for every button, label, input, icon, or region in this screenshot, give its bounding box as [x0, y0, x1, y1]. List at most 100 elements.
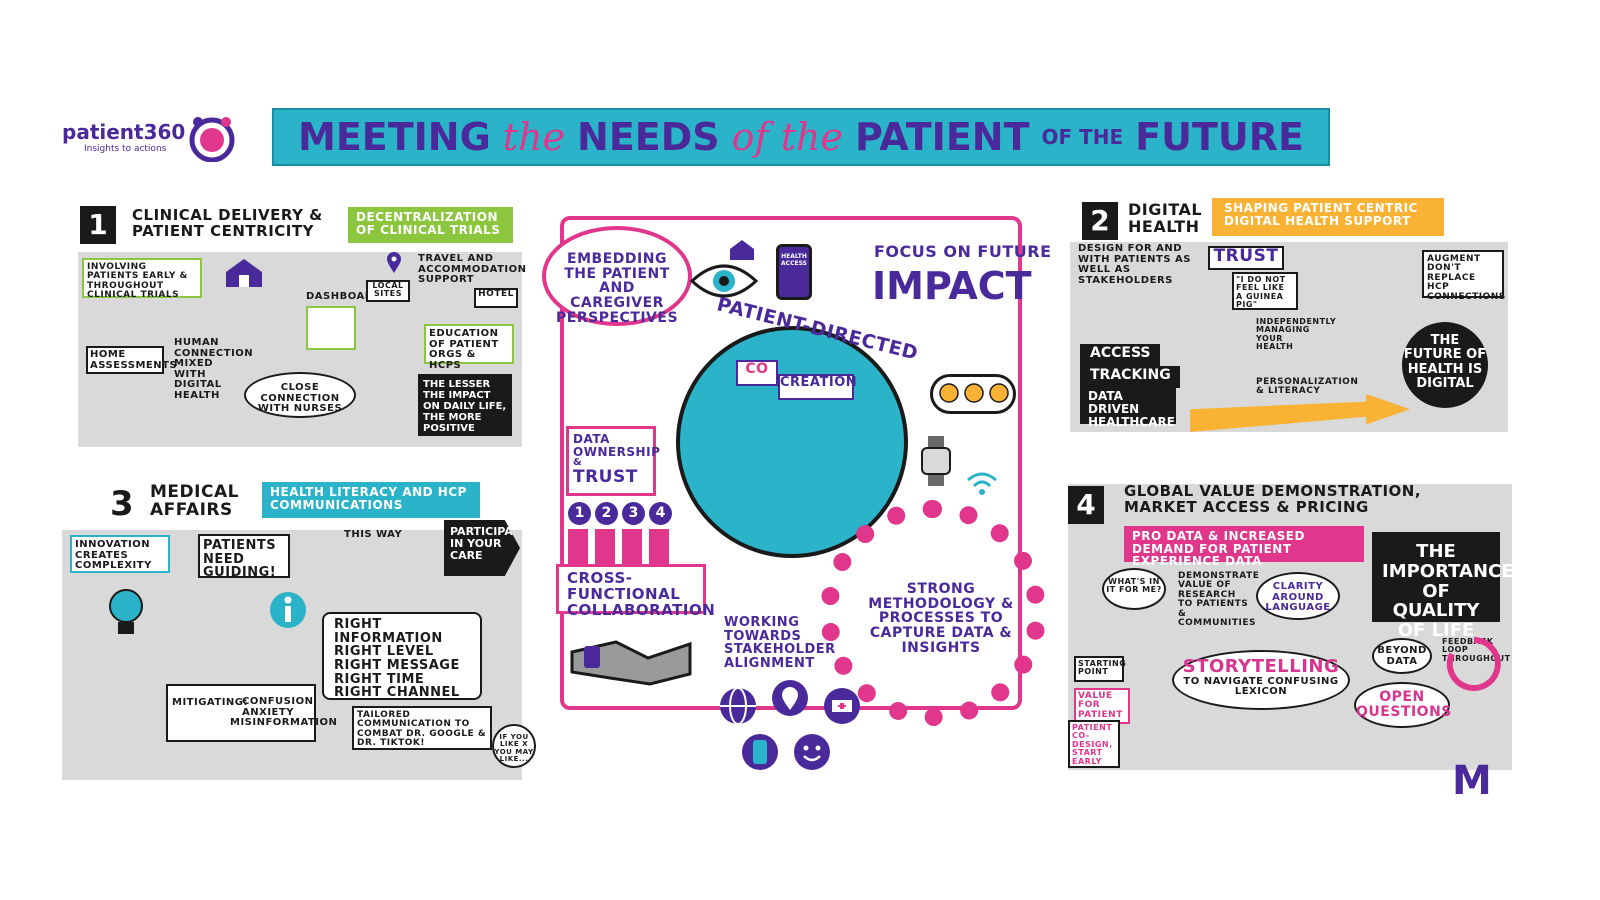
impact-label: IMPACT: [872, 264, 1032, 308]
step-number: 4: [649, 502, 672, 525]
home-assessments: HOME ASSESSMENTS: [86, 346, 177, 374]
mitigating-item: MISINFORMATION: [230, 717, 338, 728]
phone-icon: HEALTH ACCESS: [776, 244, 812, 300]
data-ownership-box: DATA OWNERSHIP & TRUST: [566, 426, 660, 496]
storytelling-bubble: STORYTELLING TO NAVIGATE CONFUSING LEXIC…: [1172, 650, 1350, 710]
participate-arrow: PARTICIPATE IN YOUR CARE: [444, 520, 520, 576]
section2-title: DIGITAL HEALTH: [1128, 200, 1203, 236]
title-word-5: PATIENT: [854, 115, 1030, 159]
step-item: 1: [568, 502, 591, 569]
section4-tag: PRO DATA & INCREASED DEMAND FOR PATIENT …: [1124, 526, 1364, 567]
trust-banner: TRUST: [1208, 246, 1284, 270]
dashboards-label: DASHBOARDS: [306, 291, 390, 302]
logo-tagline: Insights to actions: [84, 144, 167, 154]
section3-number: 3: [110, 484, 134, 524]
eye-icon: [689, 264, 759, 298]
strong-methodology: STRONG METHODOLOGY & PROCESSES TO CAPTUR…: [868, 581, 1014, 656]
step-bar: [649, 529, 669, 569]
embedding-bubble: EMBEDDING the PATIENT AND CAREGIVER PERS…: [542, 226, 692, 326]
section4-title: GLOBAL VALUE DEMONSTRATION, MARKET ACCES…: [1124, 482, 1422, 516]
step-bar: [595, 529, 615, 569]
phone-icon: [742, 734, 778, 770]
mitigating-item: CONFUSION: [242, 696, 314, 707]
future-digital: THE FUTURE OF HEALTH IS DIGITAL: [1402, 322, 1488, 408]
step-number: 2: [595, 502, 618, 525]
logo-mark-icon: [189, 117, 235, 162]
smiley-icon: [939, 383, 1009, 403]
mitigating-item: ANXIETY: [242, 706, 294, 718]
step-number: 3: [622, 502, 645, 525]
step-item: 3: [622, 502, 645, 569]
guinea-pig-quote: "I DO NOT FEEL LIKE A GUINEA PIG": [1232, 272, 1298, 310]
clarity-bubble: CLARITY AROUND LANGUAGE: [1256, 572, 1340, 620]
if-you-like-bubble: IF YOU LIKE X YOU MAY LIKE...: [492, 724, 536, 768]
section2-tag: SHAPING PATIENT CENTRIC DIGITAL HEALTH S…: [1212, 198, 1444, 236]
feedback-loop-icon: [1446, 637, 1501, 691]
rights-box: RIGHT INFORMATION RIGHT LEVEL RIGHT MESS…: [322, 612, 482, 700]
location-pin-icon: [387, 252, 401, 273]
logo-text: patient360: [62, 120, 186, 144]
info-icon: [270, 592, 306, 628]
trust-label: TRUST: [573, 466, 638, 487]
feedback-label: FEEDBACK LOOP THROUGHOUT: [1442, 637, 1511, 663]
beyond-data-bubble: BEYOND DATA: [1372, 638, 1432, 674]
title-word-1: MEETING: [298, 115, 491, 159]
starting-point: STARTING POINT: [1074, 656, 1126, 682]
cross-functional-box: CROSS-FUNCTIONAL COLLABORATION: [556, 564, 715, 617]
creation-label: CREATION: [778, 374, 857, 400]
watch-icon: [921, 436, 951, 486]
design-label: DESIGN for and with PATIENTS AS WELL AS …: [1078, 243, 1191, 286]
participate-label: PARTICIPATE IN YOUR CARE: [450, 525, 528, 563]
quality-box: THE IMPORTANCE OF QUALITY OF LIFE: [1372, 532, 1514, 641]
navigate-label: TO NAVIGATE CONFUSING LEXICON: [1183, 675, 1339, 698]
right-item: RIGHT INFORMATION: [334, 617, 443, 646]
dashboard-chart: [306, 306, 356, 350]
logo: patient360 Insights to actions: [62, 117, 242, 162]
codesign-box: PATIENT CO-DESIGN, START EARLY: [1068, 720, 1120, 768]
whats-in-it-bubble: WHAT'S IN IT FOR ME?: [1102, 568, 1166, 610]
close-connection-bubble: CLOSE CONNECTION with NURSES: [244, 372, 356, 418]
wifi-icon: [967, 472, 997, 495]
access-banner: ACCESS: [1080, 344, 1160, 366]
mitigating-label: MITIGATING:: [172, 697, 249, 708]
title-word-6: OF THE: [1041, 125, 1124, 149]
right-item: RIGHT TIME: [334, 671, 425, 687]
step-item: 2: [595, 502, 618, 569]
step-number: 1: [568, 502, 591, 525]
working-label: WORKING TOWARDS STAKEHOLDER ALIGNMENT: [724, 615, 836, 671]
human-connection: HUMAN CONNECTION MIXED with DIGITAL HEAL…: [174, 337, 254, 401]
title-word-7: FUTURE: [1135, 115, 1304, 159]
title-banner: MEETING the NEEDS of the PATIENT OF THE …: [272, 108, 1330, 166]
steps-row: 1 2 3 4: [568, 502, 678, 569]
location-pin-icon: [772, 680, 808, 716]
section3-tag: HEALTH LITERACY AND HCP COMMUNICATIONS: [262, 482, 480, 518]
open-questions-bubble: OPEN QUESTIONS: [1354, 682, 1451, 728]
health-access-label: HEALTH ACCESS: [781, 253, 807, 267]
step-item: 4: [649, 502, 672, 569]
step-bar: [622, 529, 642, 569]
independently-label: INDEPENDENTLY MANAGING YOUR HEALTH: [1256, 317, 1337, 352]
ambulance-icon: [824, 688, 860, 724]
lightbulb-icon: [109, 589, 143, 634]
mitigating-box: MITIGATING: CONFUSION ANXIETY MISINFORMA…: [166, 684, 338, 742]
innovation-box: INNOVATION CREATES COMPLEXITY: [70, 535, 170, 573]
section3-title: MEDICAL AFFAIRS: [150, 482, 239, 520]
amp-label: &: [573, 457, 583, 469]
data-driven-banner: DATA DRIVEN HEALTHCARE: [1080, 388, 1176, 429]
right-item: RIGHT MESSAGE: [334, 657, 460, 673]
tracking-banner: TRACKING: [1080, 366, 1180, 388]
handshake-icon: [570, 640, 692, 686]
travel-label: TRAVEL AND ACCOMMODATION SUPPORT: [418, 253, 527, 285]
quality-label: THE IMPORTANCE OF QUALITY OF LIFE: [1382, 541, 1514, 642]
section1-title: CLINICAL DELIVERY & PATIENT CENTRICITY: [132, 206, 323, 240]
hotel-label: HOTEL: [474, 288, 518, 308]
section4-number: 4: [1068, 486, 1104, 524]
lesser-impact-box: THE LESSER THE IMPACT ON DAILY LIFE, THE…: [418, 374, 512, 436]
involving-box: INVOLVING PATIENTS EARLY & THROUGHOUT CL…: [82, 258, 202, 300]
this-way-label: THIS WAY: [344, 529, 403, 540]
local-sites: LOCAL SITES: [366, 280, 410, 302]
step-bar: [568, 529, 588, 569]
augment-box: AUGMENT DON'T REPLACE HCP CONNECTIONS: [1422, 250, 1505, 301]
title-word-3: NEEDS: [577, 115, 720, 159]
house-icon: [730, 240, 754, 260]
